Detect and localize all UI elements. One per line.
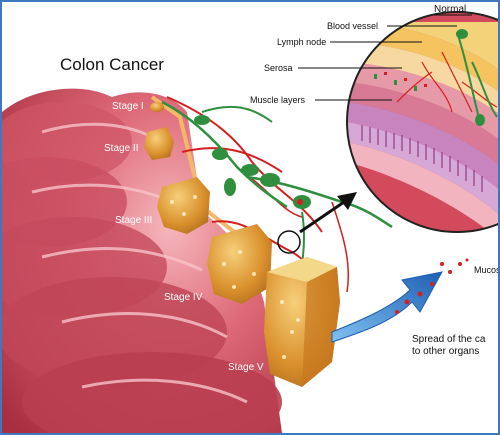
blood-vessel-label: Blood vessel xyxy=(327,21,378,31)
magnify-circle xyxy=(277,230,301,254)
tumor-stage-2 xyxy=(144,127,174,160)
tumor-stage-5 xyxy=(264,257,340,387)
tumor-stage-3 xyxy=(157,177,210,234)
serosa-label: Serosa xyxy=(264,63,293,73)
mucosa-label: Mucos xyxy=(474,265,498,275)
normal-tissue-inset xyxy=(346,11,498,233)
lymph-node-label: Lymph node xyxy=(277,37,326,47)
muscle-layers-label: Muscle layers xyxy=(250,95,306,105)
tumor-stage-4 xyxy=(207,224,272,304)
spread-line-2: to other organs xyxy=(412,346,479,357)
stage-4-label: Stage IV xyxy=(164,292,203,303)
zoom-arrow xyxy=(299,192,357,234)
stage-1-label: Stage I xyxy=(112,101,144,112)
stage-3-label: Stage III xyxy=(115,215,152,226)
tumor-texture xyxy=(170,195,300,359)
spread-line-1: Spread of the ca xyxy=(412,334,486,345)
colon-body xyxy=(2,88,282,433)
inset-heading: Normal xyxy=(434,4,466,15)
stage-2-label: Stage II xyxy=(104,143,138,154)
tumor-stage-1 xyxy=(150,102,164,112)
page-title: Colon Cancer xyxy=(60,55,164,74)
spread-arrow xyxy=(331,258,469,343)
stage-5-label: Stage V xyxy=(228,362,264,373)
